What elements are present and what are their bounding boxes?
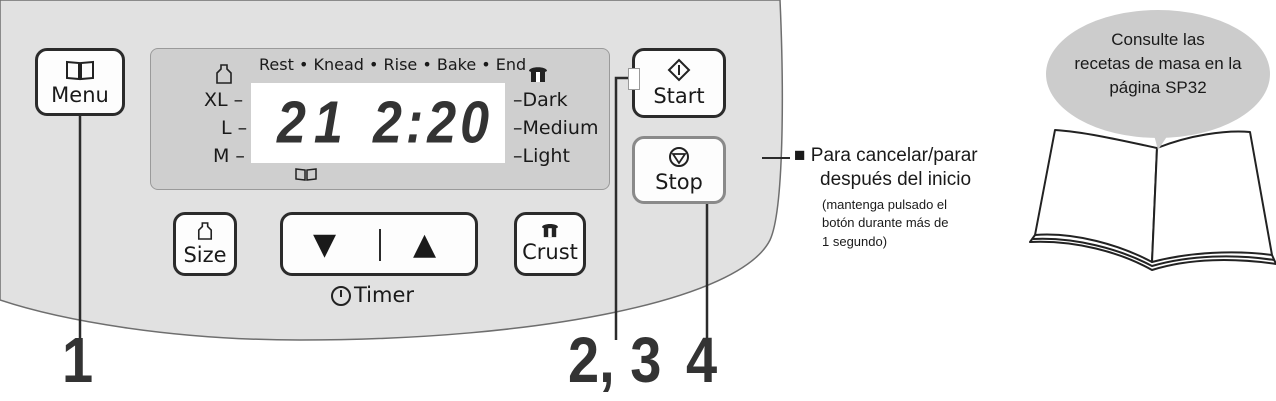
cancel-note-detail-3: 1 segundo) [822, 234, 888, 250]
crust-light-label: –Light [513, 145, 570, 167]
lcd-screen: 21 2:20 [251, 83, 505, 163]
speech-bubble-icon [1046, 10, 1270, 150]
timer-up-button[interactable]: ▲ [413, 227, 437, 262]
stop-icon [669, 147, 689, 167]
lcd-display: Rest • Knead • Rise • Bake • End XL – L … [150, 48, 610, 190]
start-button-label: Start [653, 84, 705, 108]
arrow-divider [379, 229, 381, 261]
bubble-text: Consulte las recetas de masa en la págin… [1058, 28, 1258, 99]
cancel-note-detail-1: (mantenga pulsado el [822, 196, 948, 212]
start-button[interactable]: Start [632, 48, 726, 118]
menu-number-readout: 21 [277, 89, 351, 157]
bubble-line-3: página SP32 [1109, 77, 1207, 97]
cancel-note-detail-2: botón durante más de [822, 215, 949, 231]
stage-labels: Rest • Knead • Rise • Bake • End [259, 55, 527, 74]
timer-clock-icon [331, 286, 351, 306]
stop-button[interactable]: Stop [632, 136, 726, 204]
menu-button-label: Menu [51, 83, 109, 107]
crust-bread-icon [542, 224, 558, 238]
book-icon [66, 60, 94, 81]
crust-dark-label: –Dark [513, 89, 568, 111]
step-4-number: 4 [686, 323, 718, 396]
size-l-label: L – [221, 117, 248, 139]
stop-button-label: Stop [655, 170, 703, 194]
cancel-note: ■ Para cancelar/parar después del inicio… [794, 144, 1004, 252]
menu-book-icon [295, 168, 317, 181]
start-icon [667, 58, 691, 82]
recipe-book-icon [1029, 129, 1276, 271]
step-1-number: 1 [62, 323, 94, 396]
cancel-note-title-2: después del inicio [820, 168, 972, 190]
size-button[interactable]: Size [173, 212, 237, 276]
crust-medium-label: –Medium [513, 117, 599, 139]
leader-line-2-3 [614, 76, 628, 340]
size-button-label: Size [183, 243, 227, 267]
crust-bread-icon [529, 67, 547, 82]
size-m-label: M – [213, 145, 245, 167]
menu-button[interactable]: Menu [35, 48, 125, 116]
timer-down-button[interactable]: ▼ [313, 227, 337, 262]
cancel-note-square: ■ [794, 145, 806, 166]
timer-label: Timer [354, 283, 415, 307]
timer-arrow-buttons: ▼ ▲ [280, 212, 478, 276]
bubble-line-2: recetas de masa en la [1074, 53, 1242, 73]
start-indicator-light [628, 68, 640, 90]
crust-button[interactable]: Crust [514, 212, 586, 276]
loaf-size-icon [197, 222, 213, 240]
size-xl-label: XL – [204, 89, 244, 111]
loaf-size-icon [216, 64, 232, 84]
crust-button-label: Crust [522, 240, 578, 264]
step-2-3-number: 2, 3 [568, 323, 662, 396]
time-readout: 2:20 [373, 89, 494, 157]
bubble-line-1: Consulte las [1111, 30, 1205, 49]
cancel-note-title-1: Para cancelar/parar [810, 145, 978, 166]
